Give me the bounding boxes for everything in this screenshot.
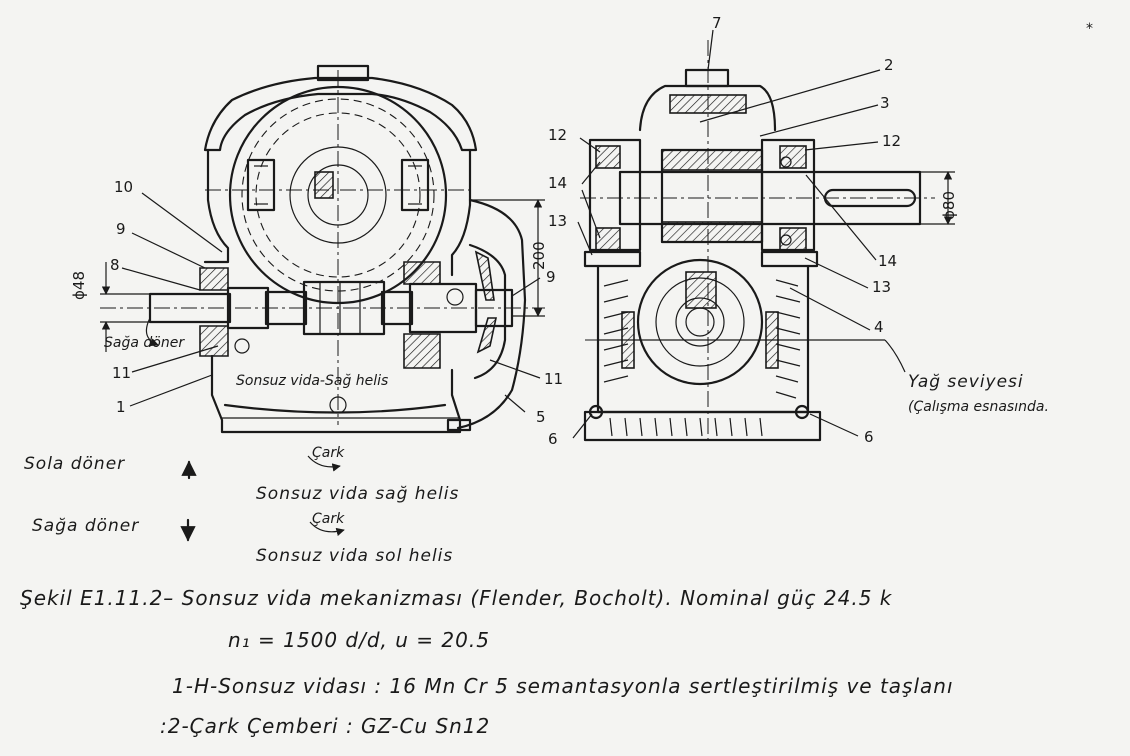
note-sonsuz-vida-sag-helis: Sonsuz vida-Sağ helis [236,373,389,389]
callout-3: 3 [880,94,890,112]
callout-5: 5 [536,408,546,426]
callout-6-left: 6 [548,430,558,448]
note-calisma-esnasinda: (Çalışma esnasında. [908,399,1049,415]
note-yag-seviyesi: Yağ seviyesi [908,372,1024,392]
callout-12-right: 12 [882,132,902,150]
side-view [572,29,955,442]
callout-9: 9 [116,220,126,238]
fan-guard [456,198,527,430]
note-saga-doner: Sağa döner [104,335,185,351]
callout-8: 8 [110,256,120,274]
dimension-dia-80: ϕ80 [940,191,958,220]
rotation-legend-marks [180,455,345,542]
callout-14-right: 14 [878,252,898,270]
callout-4: 4 [874,318,884,336]
callout-6-right: 6 [864,428,874,446]
dimension-200: 200 [530,241,548,270]
front-view [100,64,545,434]
caption-line-4: :2-Çark Çemberi : GZ-Cu Sn12 [160,714,491,738]
caption-line-2: n₁ = 1500 d/d, u = 20.5 [228,628,490,652]
callout-1: 1 [116,398,126,416]
legend-sag-helis: Sonsuz vida sağ helis [256,484,460,504]
wheel-key [314,171,334,199]
callout-2: 2 [884,56,894,74]
callout-11-right: 11 [544,370,564,388]
worm-wheel-outer [228,85,448,305]
dimension-dia-48: ϕ48 [70,271,88,300]
callout-9-right: 9 [546,268,556,286]
worm-section [636,258,764,386]
callout-11: 11 [112,364,132,382]
legend-sol-helis: Sonsuz vida sol helis [256,546,454,566]
callout-13-right: 13 [872,278,892,296]
callout-14-left: 14 [548,174,568,192]
legend-cark-1: Çark [312,445,345,461]
mark-star: * [1086,21,1093,37]
callout-13-left: 13 [548,212,568,230]
cover-outline [203,76,478,152]
legend-saga-doner: Sağa döner [32,516,140,536]
breather-cap [316,64,370,82]
callout-7: 7 [712,14,722,32]
legend-sola-doner: Sola döner [24,454,126,474]
legend-cark-2: Çark [312,511,345,527]
caption-line-3: 1-H-Sonsuz vidası : 16 Mn Cr 5 semantasy… [172,674,954,698]
callout-12-left: 12 [548,126,568,144]
callout-10: 10 [114,178,134,196]
caption-line-1: Şekil E1.11.2– Sonsuz vida mekanizması (… [20,586,893,610]
